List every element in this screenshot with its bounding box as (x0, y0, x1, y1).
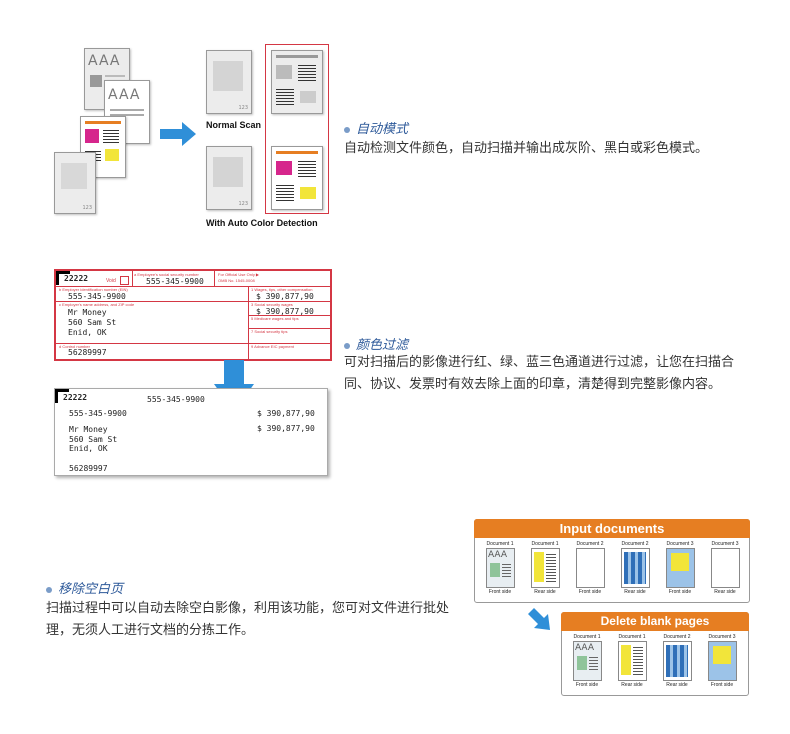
output-doc-list: Document 1 AAA Front side Document 1 Rea… (573, 634, 737, 688)
feature-color-filter-title: 颜色过滤 (344, 334, 408, 353)
input-documents-title: Input documents (474, 519, 750, 538)
auto-mode-figure: AAA AAA 123 123 Normal Scan 123 With Aut… (0, 0, 340, 235)
feature-auto-mode-desc: 自动检测文件颜色，自动扫描并输出成灰阶、黑白或彩色模式。 (344, 141, 709, 156)
auto-scan-page: 123 (206, 146, 252, 210)
delete-blank-title: Delete blank pages (561, 612, 749, 631)
auto-color-label: With Auto Color Detection (206, 218, 318, 228)
w2-form-filtered: 22222 555-345-9900 555-345-9900 $ 390,87… (54, 388, 328, 476)
arrow-down-icon (214, 360, 254, 416)
doc3-front-thumb (666, 548, 695, 588)
normal-scan-label: Normal Scan (206, 120, 262, 130)
feature-blank-page-title: 移除空白页 (46, 578, 123, 597)
bullet-icon (344, 342, 350, 349)
bullet-icon (46, 586, 52, 593)
gray-result-page (271, 50, 323, 114)
arrow-diag-icon (528, 608, 552, 636)
out-doc3-front-thumb (708, 641, 737, 681)
doc3-rear-blank-thumb (711, 548, 740, 588)
input-documents-panel: Input documents (474, 519, 750, 603)
arrow-right-icon (160, 122, 196, 150)
normal-scan-page: 123 (206, 50, 252, 114)
input-doc-list: Document 1 AAA Front side Document 1 Rea… (486, 541, 740, 595)
result-frame (265, 44, 329, 214)
feature-blank-page-desc: 扫描过程中可以自动去除空白影像，利用该功能，您可对文件进行批处理，无须人工进行文… (46, 601, 450, 638)
doc2-front-blank-thumb (576, 548, 605, 588)
w2-form-with-red: 22222 Void a Employee's social security … (54, 269, 332, 361)
feature-color-filter-desc: 可对扫描后的影像进行红、绿、蓝三色通道进行过滤，让您在扫描合同、协议、发票时有效… (344, 355, 735, 392)
out-doc1-rear-thumb (618, 641, 647, 681)
doc1-front-thumb: AAA (486, 548, 515, 588)
doc2-rear-thumb (621, 548, 650, 588)
out-doc1-front-thumb: AAA (573, 641, 602, 681)
aaa-page: AAA (104, 80, 150, 144)
color-page (80, 116, 126, 178)
bullet-icon (344, 126, 350, 133)
feature-auto-mode-title: 自动模式 (344, 118, 408, 137)
doc1-rear-thumb (531, 548, 560, 588)
color-result-page (271, 146, 323, 210)
gray-page: 123 (54, 152, 96, 214)
out-doc2-rear-thumb (663, 641, 692, 681)
